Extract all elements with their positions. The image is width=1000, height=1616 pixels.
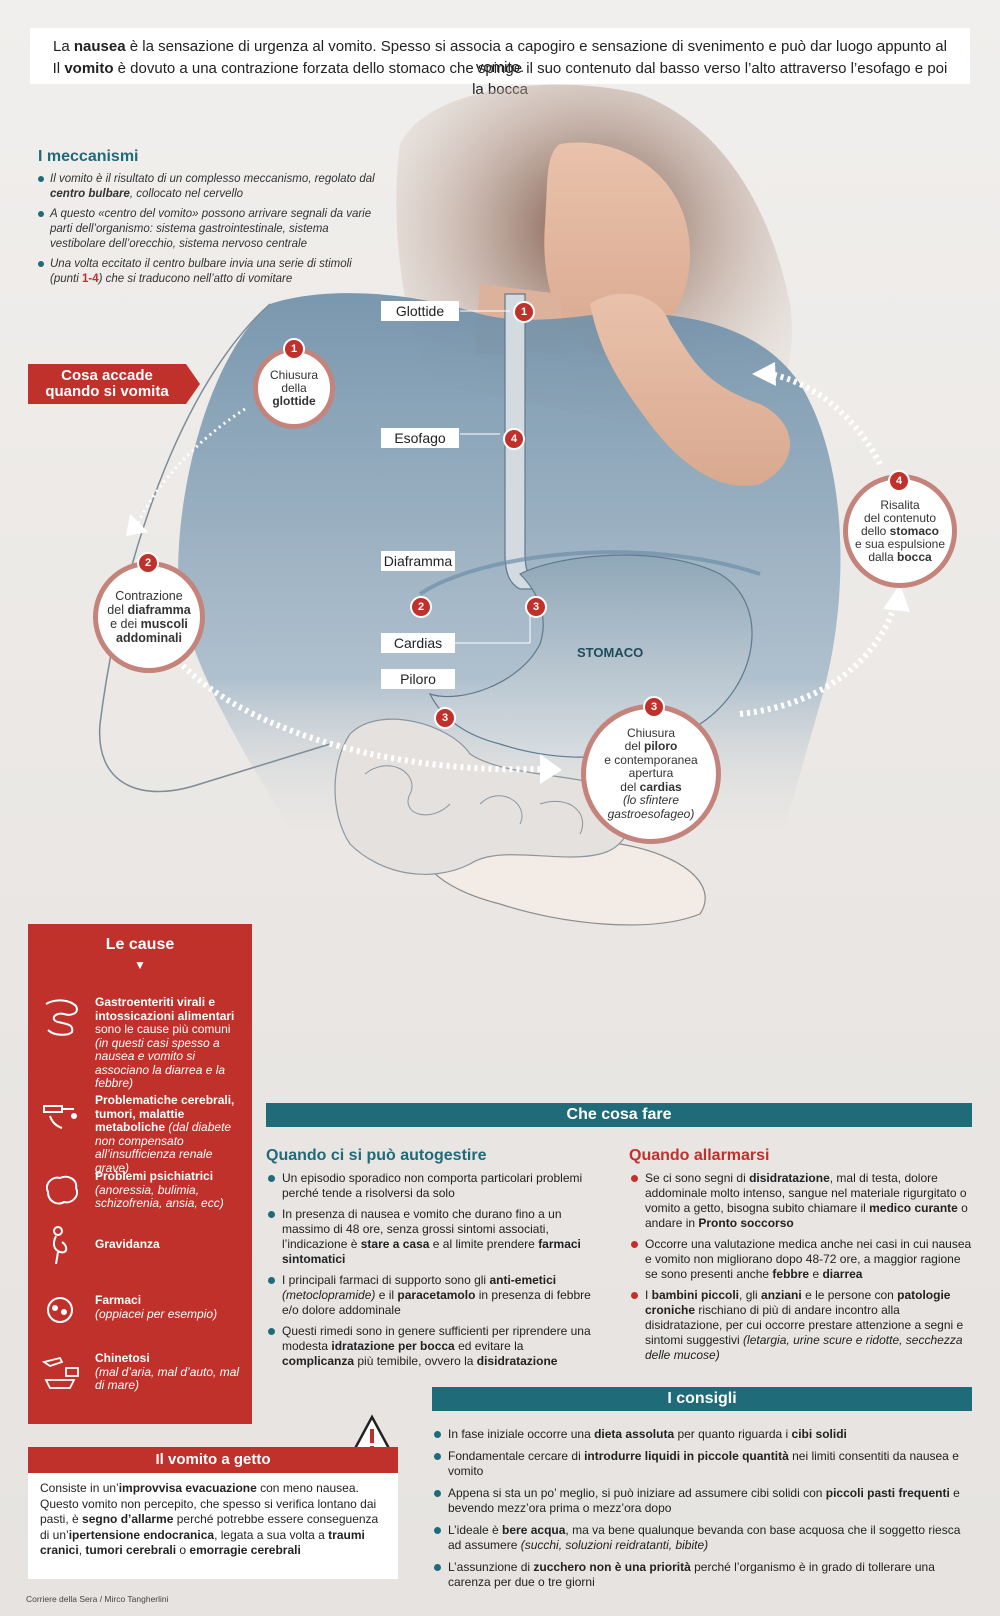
consiglio-item: In fase iniziale occorre una dieta assol… bbox=[432, 1427, 972, 1442]
autogestire-item: Questi rimedi sono in genere sufficienti… bbox=[266, 1324, 596, 1369]
autogestire-item: I principali farmaci di supporto sono gl… bbox=[266, 1273, 596, 1318]
causes-panel: Le cause ▼ Gastroenteriti virali e intos… bbox=[28, 924, 252, 1424]
mechanism-item: Il vomito è il risultato di un complesso… bbox=[38, 172, 378, 202]
left-arm-outline bbox=[98, 303, 331, 793]
consigli-list: In fase iniziale occorre una dieta assol… bbox=[432, 1427, 972, 1597]
intro-line-1: La nausea è la sensazione di urgenza al … bbox=[53, 38, 947, 76]
autogestire-title: Quando ci si può autogestire bbox=[266, 1147, 487, 1164]
step-2-badge: 2 bbox=[137, 552, 159, 574]
diaphragm-shape bbox=[418, 550, 761, 596]
mechanism-item: A questo «centro del vomito» possono arr… bbox=[38, 207, 378, 252]
getto-box: Consiste in un’improvvisa evacuazione co… bbox=[28, 1473, 398, 1579]
consiglio-item: Appena si sta un po’ meglio, si può iniz… bbox=[432, 1486, 972, 1516]
badge-diaframma: 2 bbox=[410, 596, 432, 618]
cycle-arrow-2-3 bbox=[162, 642, 541, 773]
cycle-arrowhead-4 bbox=[883, 584, 910, 612]
getto-text: Consiste in un’improvvisa evacuazione co… bbox=[40, 1481, 379, 1557]
che-cosa-fare-header: Che cosa fare bbox=[266, 1103, 972, 1127]
body-illustration bbox=[98, 84, 910, 926]
badge-esofago: 4 bbox=[503, 428, 525, 450]
consigli-header: I consigli bbox=[432, 1387, 972, 1411]
consiglio-item: L’ideale è bere acqua, ma va bene qualun… bbox=[432, 1523, 972, 1553]
allarmarsi-column: Quando allarmarsi Se ci sono segni di di… bbox=[629, 1147, 972, 1369]
hand-at-mouth bbox=[590, 293, 790, 486]
autogestire-item: In presenza di nausea e vomito che duran… bbox=[266, 1207, 596, 1267]
badge-glottide: 1 bbox=[513, 301, 535, 323]
autogestire-item: Un episodio sporadico non comporta parti… bbox=[266, 1171, 596, 1201]
intro-box: La nausea è la sensazione di urgenza al … bbox=[30, 28, 970, 98]
label-piloro: Piloro bbox=[381, 669, 455, 689]
step-3-circle: Chiusura del piloro e contemporanea aper… bbox=[581, 704, 721, 844]
allarmarsi-item: Occorre una valutazione medica anche nei… bbox=[629, 1237, 972, 1282]
label-cardias: Cardias bbox=[381, 633, 455, 653]
intestines-shape bbox=[334, 718, 631, 875]
transport-icon bbox=[41, 1356, 79, 1389]
autogestire-column: Quando ci si può autogestire Un episodio… bbox=[266, 1147, 596, 1375]
causes-title: Le cause bbox=[105, 936, 175, 953]
mechanism-item: Una volta eccitato il centro bulbare inv… bbox=[38, 257, 378, 287]
allarmarsi-item: Se ci sono segni di disidratazione, mal … bbox=[629, 1171, 972, 1231]
badge-piloro: 3 bbox=[434, 707, 456, 729]
label-diaframma: Diaframma bbox=[381, 551, 455, 571]
label-stomaco: STOMACO bbox=[577, 645, 644, 660]
consiglio-item: L’assunzione di zucchero non è una prior… bbox=[432, 1560, 972, 1590]
allarmarsi-item: I bambini piccoli, gli anziani e le pers… bbox=[629, 1288, 972, 1363]
intestine-icon bbox=[45, 999, 78, 1036]
step-4-badge: 4 bbox=[888, 470, 910, 492]
credit: Corriere della Sera / Mirco Tangherlini bbox=[26, 1594, 169, 1604]
label-glottide: Glottide bbox=[381, 301, 459, 321]
face-shape bbox=[544, 142, 690, 354]
intestine-loops bbox=[364, 765, 584, 835]
mechanisms-section: I meccanismi Il vomito è il risultato di… bbox=[38, 148, 378, 292]
label-esofago: Esofago bbox=[381, 428, 459, 448]
step-1-badge: 1 bbox=[283, 338, 305, 360]
consiglio-item: Fondamentale cercare di introdurre liqui… bbox=[432, 1449, 972, 1479]
step-4-circle: Risalita del contenuto dello stomaco e s… bbox=[843, 474, 957, 588]
getto-title: Il vomito a getto bbox=[28, 1447, 398, 1473]
cycle-arrowhead-mouth bbox=[752, 362, 776, 386]
brain-syringe-icon bbox=[43, 1105, 77, 1129]
mechanisms-title: I meccanismi bbox=[38, 148, 139, 165]
allarmarsi-title: Quando allarmarsi bbox=[629, 1147, 770, 1164]
cycle-arrowhead-3 bbox=[540, 754, 562, 784]
cycle-arrow-3-4 bbox=[739, 603, 898, 717]
step-2-circle: Contrazione del diaframma e dei muscoli … bbox=[93, 561, 205, 673]
pills-icon bbox=[47, 1297, 73, 1323]
cycle-arrow-1-2 bbox=[136, 407, 246, 525]
brain-icon bbox=[46, 1175, 78, 1205]
badge-cardias: 3 bbox=[525, 596, 547, 618]
pregnancy-icon bbox=[52, 1226, 68, 1265]
causes-arrow-icon: ▼ bbox=[134, 958, 146, 972]
step-3-badge: 3 bbox=[643, 696, 665, 718]
cycle-arrowhead-2 bbox=[126, 514, 148, 536]
cycle-arrow-4-mouth bbox=[769, 371, 883, 466]
